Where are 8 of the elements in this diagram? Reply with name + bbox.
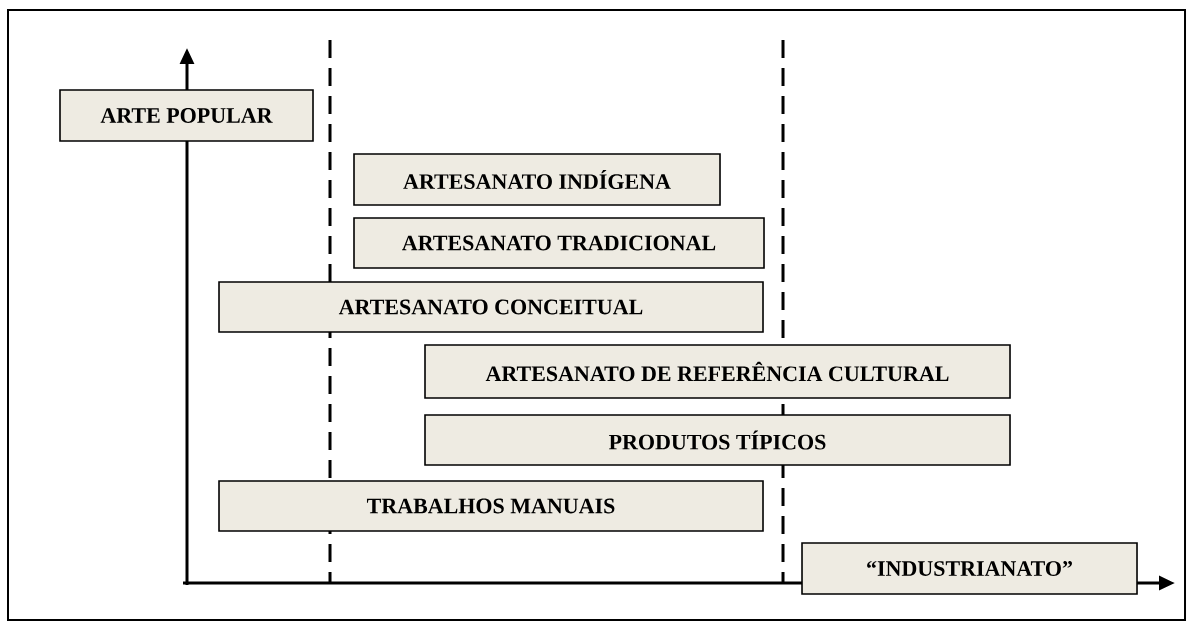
category-box: TRABALHOS MANUAIS — [218, 480, 764, 532]
category-box: ARTESANATO CONCEITUAL — [218, 281, 764, 333]
category-box: “INDUSTRIANATO” — [801, 542, 1138, 595]
category-box: ARTESANATO INDÍGENA — [353, 153, 721, 206]
category-box: ARTESANATO DE REFERÊNCIA CULTURAL — [424, 344, 1011, 399]
category-box: ARTESANATO TRADICIONAL — [353, 217, 765, 269]
category-box: ARTE POPULAR — [59, 89, 314, 142]
category-box: PRODUTOS TÍPICOS — [424, 414, 1011, 466]
